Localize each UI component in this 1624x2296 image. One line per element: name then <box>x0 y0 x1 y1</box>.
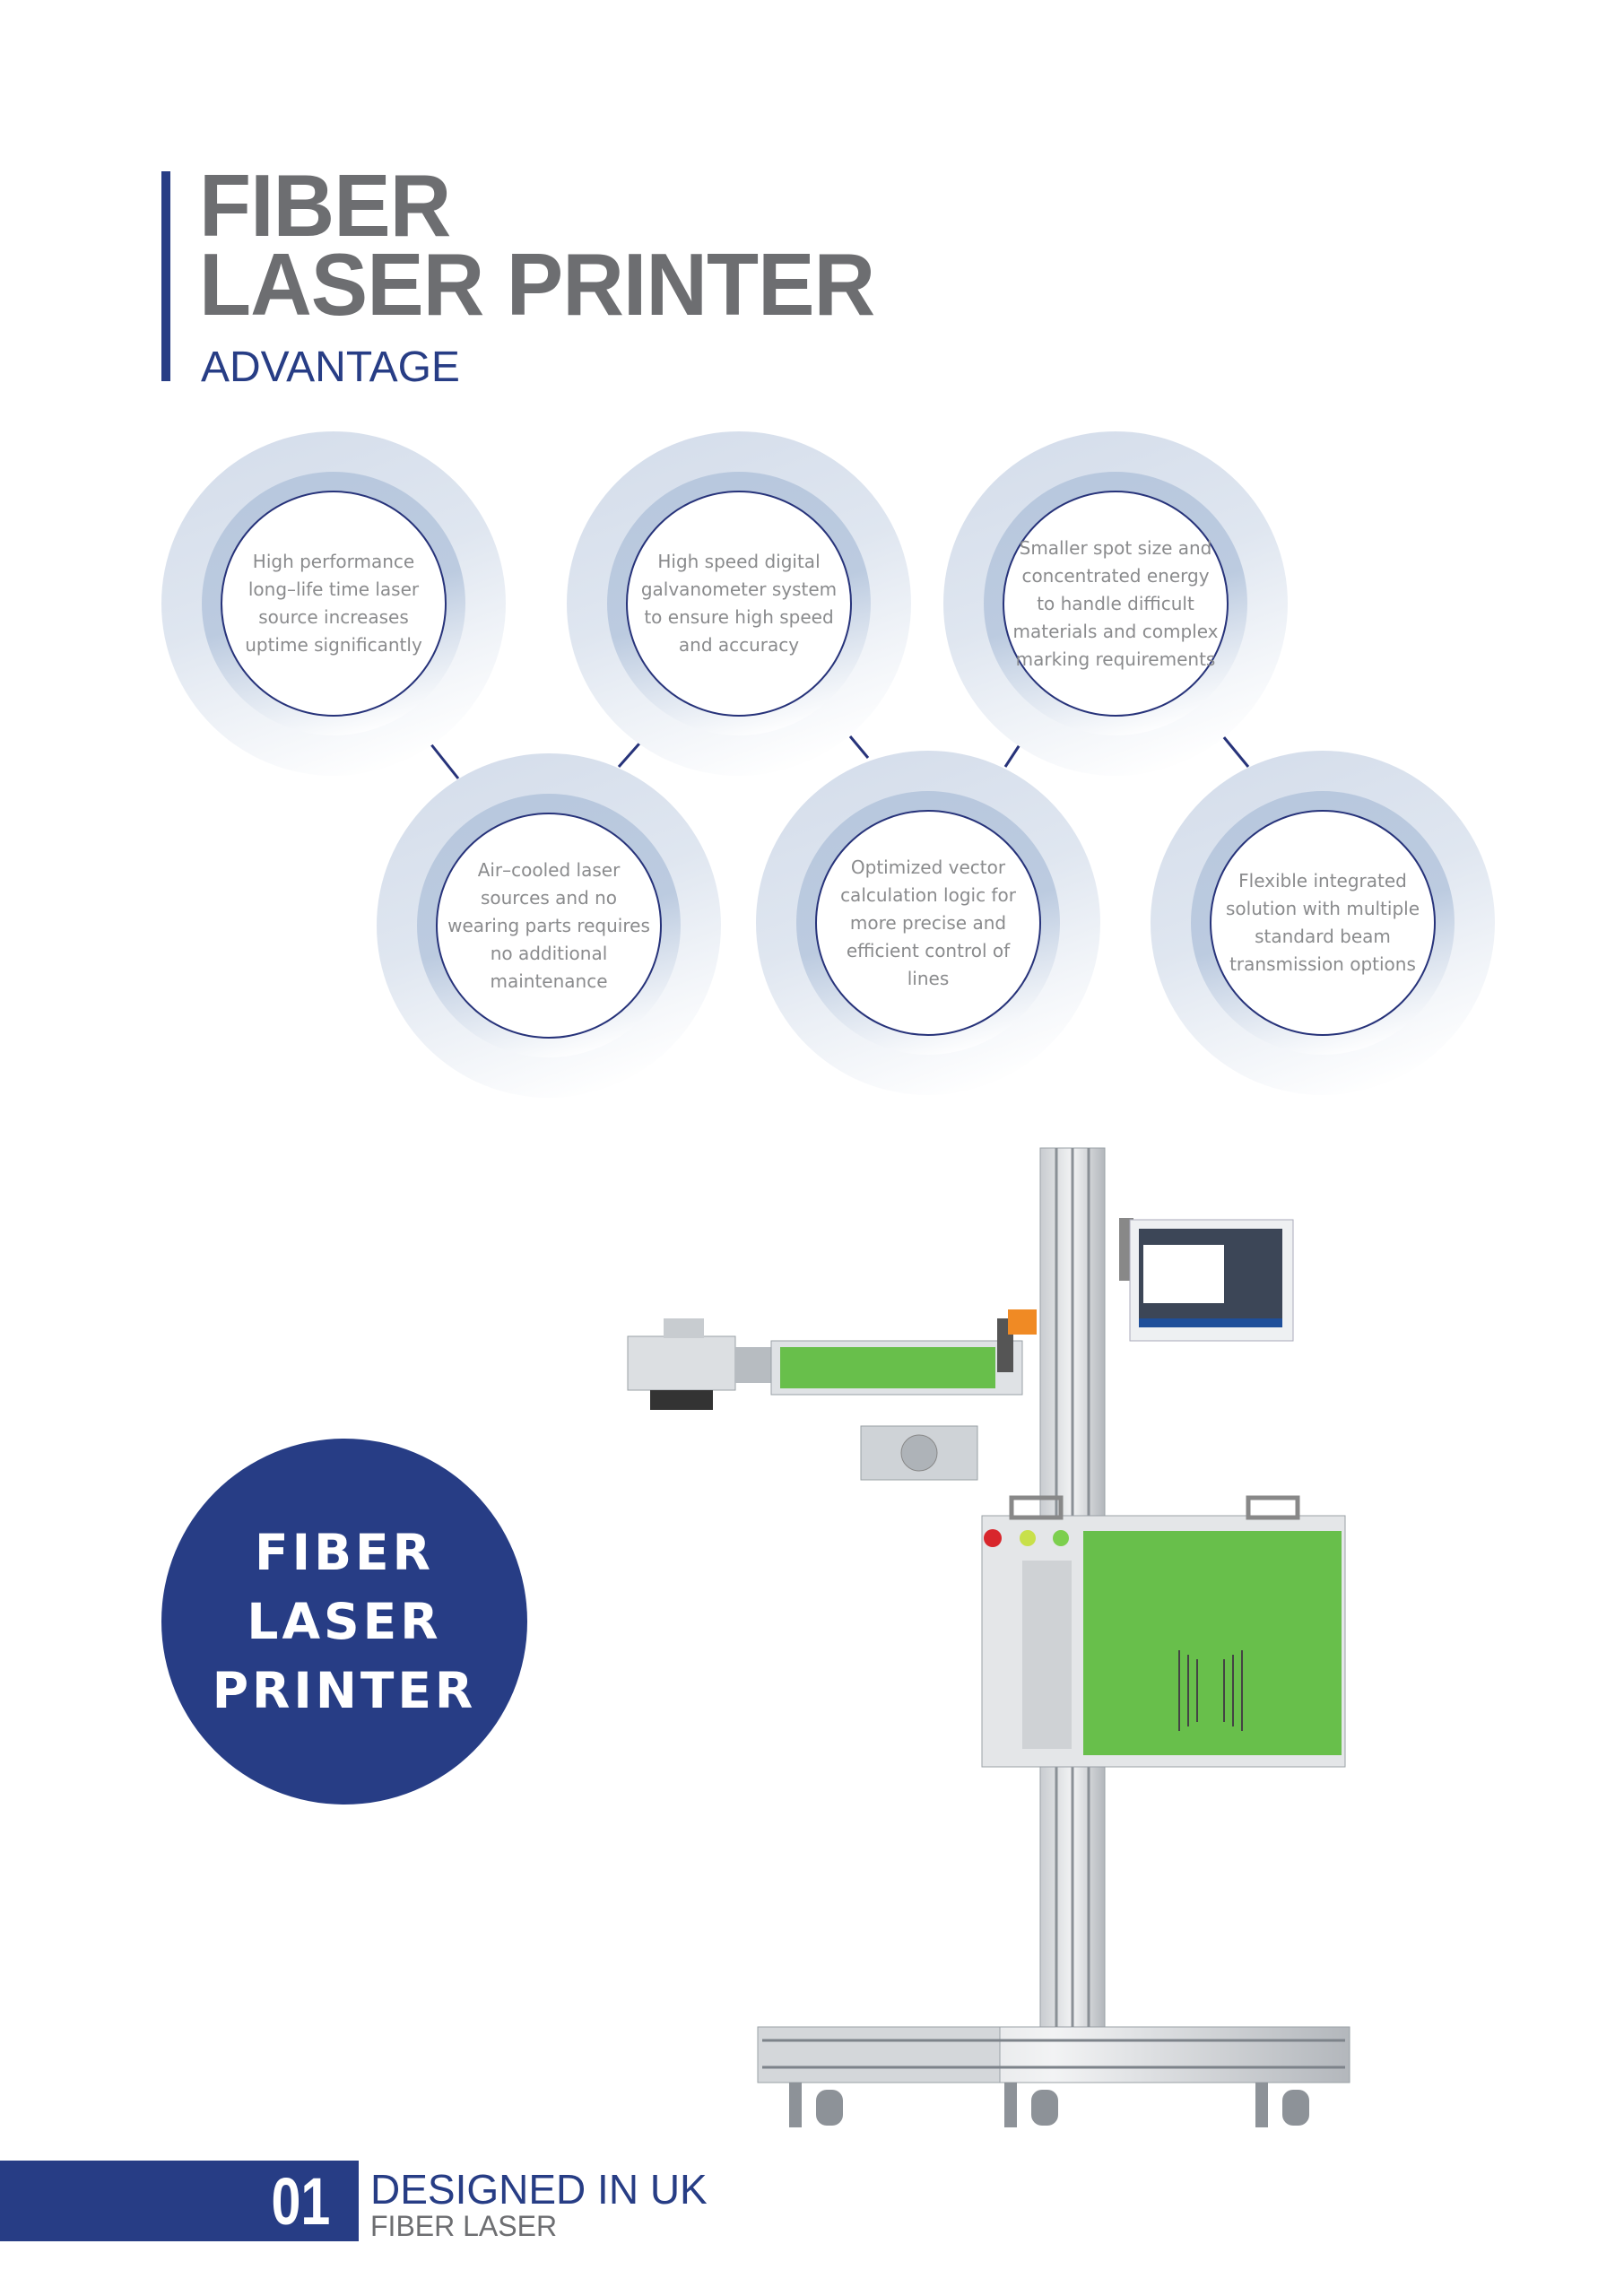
laser-source-cabinet <box>981 1495 1346 1768</box>
advantage-circle: Optimized vector calculation logic for m… <box>756 751 1100 1095</box>
page-title-line1: FIBER <box>199 156 451 255</box>
advantage-circle: High performance long–life time laser so… <box>161 431 506 776</box>
advantage-text: Smaller spot size and concentrated energ… <box>1012 536 1219 670</box>
connector-line <box>1003 743 1022 768</box>
connector-line <box>617 743 641 768</box>
connector-line <box>1221 735 1250 768</box>
badge-line: LASER <box>247 1592 442 1650</box>
badge-line: FIBER <box>255 1523 434 1581</box>
page-title-line2: LASER PRINTER <box>199 235 875 334</box>
advantage-circle: Smaller spot size and concentrated energ… <box>943 431 1288 776</box>
advantage-text: High speed digital galvanometer system t… <box>640 551 838 656</box>
section-subtitle: ADVANTAGE <box>201 344 460 391</box>
marking-head-arm <box>627 1309 1037 1481</box>
fiber-laser-machine-image <box>627 1147 1350 2127</box>
title-accent-bar <box>161 171 170 381</box>
advantage-circle: Flexible integrated solution with multip… <box>1151 751 1495 1095</box>
connector-lines <box>429 735 1250 779</box>
machine-base <box>757 2026 1350 2127</box>
advantage-text: High performance long–life time laser so… <box>245 551 422 656</box>
badge-line: PRINTER <box>212 1661 477 1719</box>
advantage-text: Flexible integrated solution with multip… <box>1225 870 1420 975</box>
connector-line <box>848 735 870 759</box>
advantage-circle: High speed digital galvanometer system t… <box>567 431 911 776</box>
page-number: 01 <box>271 2164 330 2239</box>
footer-subtitle: FIBER LASER <box>370 2210 558 2242</box>
advantage-circle: Air–cooled laser sources and no wearing … <box>377 753 721 1098</box>
product-badge: FIBER LASER PRINTER <box>161 1439 527 1805</box>
touchscreen-display <box>1119 1218 1294 1342</box>
connector-line <box>429 743 460 779</box>
advantage-text: Air–cooled laser sources and no wearing … <box>447 858 650 992</box>
footer-title: DESIGNED IN UK <box>370 2166 708 2213</box>
advantage-text: Optimized vector calculation logic for m… <box>840 856 1016 989</box>
footer-page-bar: 01 <box>0 2161 359 2241</box>
